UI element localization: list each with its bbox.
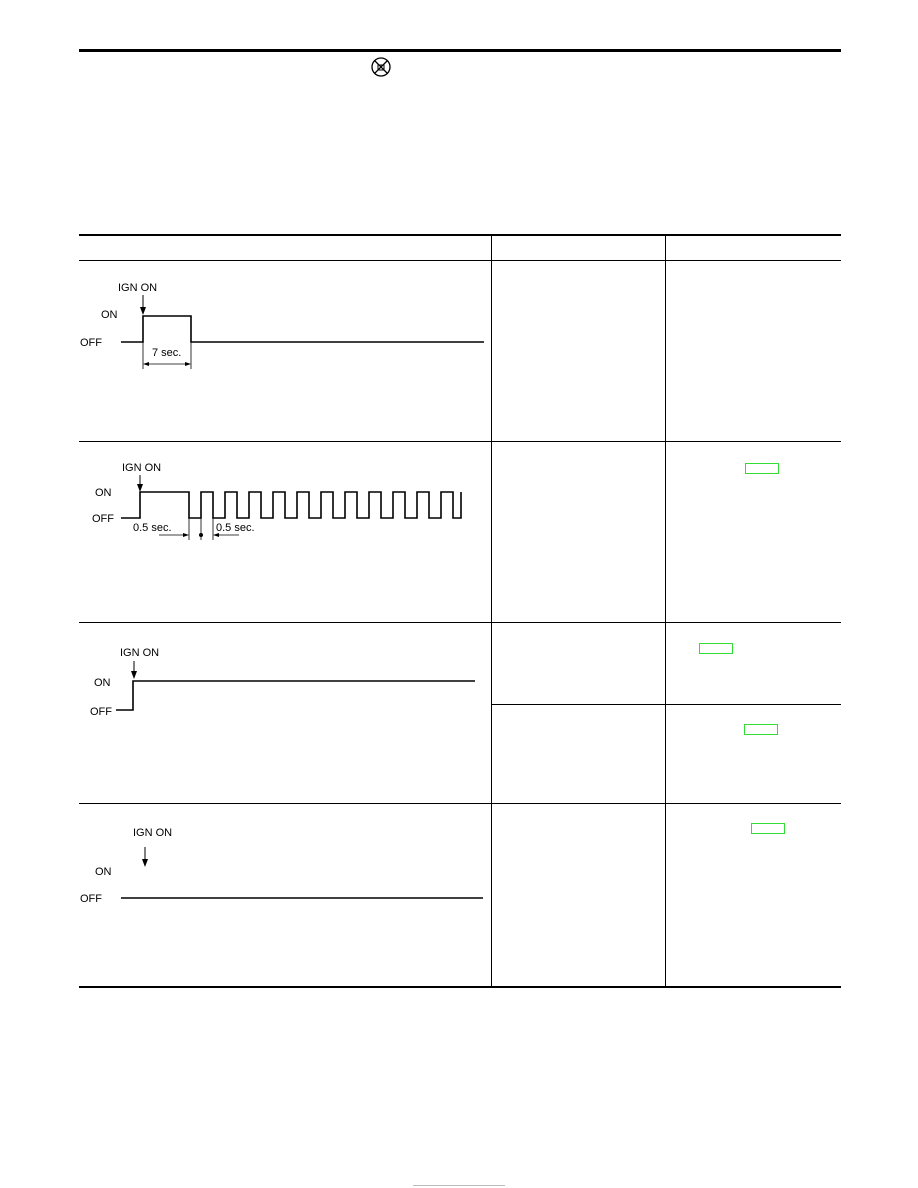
- on-level-label: ON: [95, 866, 112, 878]
- trigger-label: IGN ON: [133, 827, 172, 839]
- arrow-head-icon: [140, 307, 146, 315]
- indicator-pattern-table: IGN ON ON OFF 7 sec. IGN ON ON OFF 0.5 s…: [79, 234, 841, 988]
- off-level-label: OFF: [90, 706, 112, 718]
- reference-link[interactable]: [699, 643, 733, 654]
- table-bottom-rule: [79, 986, 841, 988]
- trigger-label: IGN ON: [120, 647, 159, 659]
- arrow-head-icon: [131, 671, 137, 679]
- off-level-label: OFF: [80, 893, 102, 905]
- period-label-left: 0.5 sec.: [133, 522, 172, 534]
- signal-trace: [121, 315, 484, 343]
- on-level-label: ON: [94, 677, 111, 689]
- header-rule: [79, 49, 841, 52]
- trigger-label: IGN ON: [122, 462, 161, 474]
- header-row-rule: [79, 260, 841, 261]
- reference-link[interactable]: [751, 823, 785, 834]
- on-level-label: ON: [101, 309, 118, 321]
- no-smoking-icon: [371, 57, 391, 77]
- period-label-right: 0.5 sec.: [216, 522, 255, 534]
- column-divider: [491, 234, 492, 988]
- signal-trace: [116, 680, 475, 711]
- off-level-label: OFF: [92, 513, 114, 525]
- arrow-head-icon: [137, 484, 143, 492]
- row-rule: [79, 622, 841, 623]
- column-divider: [665, 234, 666, 988]
- waveform-steady-on: IGN ON ON OFF: [90, 647, 475, 718]
- arrow-head-icon: [142, 859, 148, 867]
- waveform-blinking: IGN ON ON OFF 0.5 sec. 0.5 sec.: [92, 462, 462, 540]
- sub-row-rule: [491, 704, 841, 705]
- waveform-steady-off: IGN ON ON OFF: [80, 827, 483, 905]
- reference-link[interactable]: [745, 463, 779, 474]
- duration-label: 7 sec.: [152, 347, 181, 359]
- footer-rule: [413, 1185, 505, 1186]
- row-rule: [79, 441, 841, 442]
- waveform-single-pulse: IGN ON ON OFF 7 sec.: [80, 282, 484, 369]
- reference-link[interactable]: [744, 724, 778, 735]
- on-level-label: ON: [95, 487, 112, 499]
- trigger-label: IGN ON: [118, 282, 157, 294]
- signal-trace: [121, 491, 462, 519]
- row-rule: [79, 803, 841, 804]
- table-top-rule: [79, 234, 841, 236]
- off-level-label: OFF: [80, 337, 102, 349]
